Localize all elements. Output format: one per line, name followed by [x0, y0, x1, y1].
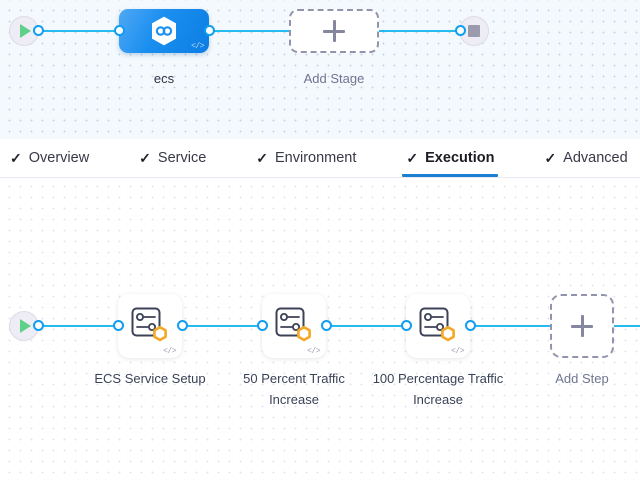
tab-advanced-label: Advanced — [563, 150, 628, 166]
step-edge-start-to-s1 — [30, 325, 122, 327]
connector-dot-s3-out[interactable] — [465, 320, 476, 331]
execution-graph-canvas[interactable]: </> ECS Service Setup </> 50 Percent Tra… — [0, 178, 640, 480]
plus-icon — [571, 315, 593, 337]
step-edge-s2-to-s3 — [324, 325, 410, 327]
step-code-badge: </> — [163, 347, 176, 356]
check-icon: ✓ — [139, 150, 151, 166]
stage-edge-addstage-to-end — [378, 30, 460, 32]
step-code-badge: </> — [451, 347, 464, 356]
play-icon — [20, 24, 31, 38]
plus-icon — [323, 20, 345, 42]
add-step-button[interactable] — [550, 294, 614, 358]
tab-environment-label: Environment — [275, 150, 357, 166]
stage-label-ecs: ecs — [153, 71, 175, 86]
connector-dot-s1-in[interactable] — [113, 320, 124, 331]
step-code-badge: </> — [307, 347, 320, 356]
connector-dot-start-out[interactable] — [33, 25, 44, 36]
step-node-50-percent-traffic-increase[interactable]: </> — [262, 294, 326, 358]
step-settings-icon — [131, 307, 167, 342]
tab-execution-label: Execution — [425, 150, 495, 166]
stage-config-tabbar: ✓ Overview ✓ Service ✓ Environment ✓ Exe… — [0, 139, 640, 178]
check-icon: ✓ — [10, 150, 22, 166]
add-stage-label: Add Stage — [303, 71, 365, 86]
step-label-100-percentage-traffic-increase: 100 Percentage Traffic Increase — [372, 371, 504, 407]
connector-dot-s2-in[interactable] — [257, 320, 268, 331]
stop-icon — [468, 25, 480, 37]
connector-dot-s2-out[interactable] — [321, 320, 332, 331]
stage-node-ecs[interactable]: </> — [119, 9, 209, 53]
tab-overview[interactable]: ✓ Overview — [10, 139, 89, 177]
stage-edge-ecs-to-addstage — [210, 30, 290, 32]
connector-dot-ecs-out[interactable] — [204, 25, 215, 36]
step-settings-icon — [419, 307, 455, 342]
pipeline-start-node[interactable] — [9, 16, 39, 46]
connector-dot-s1-out[interactable] — [177, 320, 188, 331]
tab-advanced[interactable]: ✓ Advanced — [544, 139, 627, 177]
step-label-50-percent-traffic-increase: 50 Percent Traffic Increase — [243, 371, 345, 407]
step-label-ecs-service-setup: ECS Service Setup — [94, 371, 206, 386]
play-icon — [20, 319, 31, 333]
step-node-ecs-service-setup[interactable]: </> — [118, 294, 182, 358]
connector-dot-ecs-in[interactable] — [114, 25, 125, 36]
tab-overview-label: Overview — [28, 150, 90, 166]
check-icon: ✓ — [406, 150, 419, 166]
step-settings-icon — [275, 307, 311, 342]
tab-service-label: Service — [157, 150, 207, 166]
check-icon: ✓ — [256, 150, 268, 166]
connector-dot-end-in[interactable] — [455, 25, 466, 36]
connector-dot-s3-in[interactable] — [401, 320, 412, 331]
harness-cd-hexagon-icon — [152, 16, 176, 46]
step-edge-s3-to-addstep — [468, 325, 552, 327]
check-icon: ✓ — [544, 150, 557, 166]
stage-graph-canvas[interactable]: </> ecs Add Stage — [0, 0, 640, 139]
tab-environment[interactable]: ✓ Environment — [256, 139, 356, 177]
pipeline-end-node[interactable] — [459, 16, 489, 46]
connector-dot-exec-start-out[interactable] — [33, 320, 44, 331]
stage-code-badge: </> — [191, 42, 204, 51]
step-edge-s1-to-s2 — [180, 325, 266, 327]
step-node-100-percentage-traffic-increase[interactable]: </> — [406, 294, 470, 358]
tab-service[interactable]: ✓ Service — [139, 139, 206, 177]
add-stage-button[interactable] — [289, 9, 379, 53]
step-edge-addstep-out — [614, 325, 640, 327]
stage-edge-start-to-ecs — [30, 30, 120, 32]
add-step-label: Add Step — [555, 371, 609, 386]
tab-execution[interactable]: ✓ Execution — [402, 139, 499, 177]
